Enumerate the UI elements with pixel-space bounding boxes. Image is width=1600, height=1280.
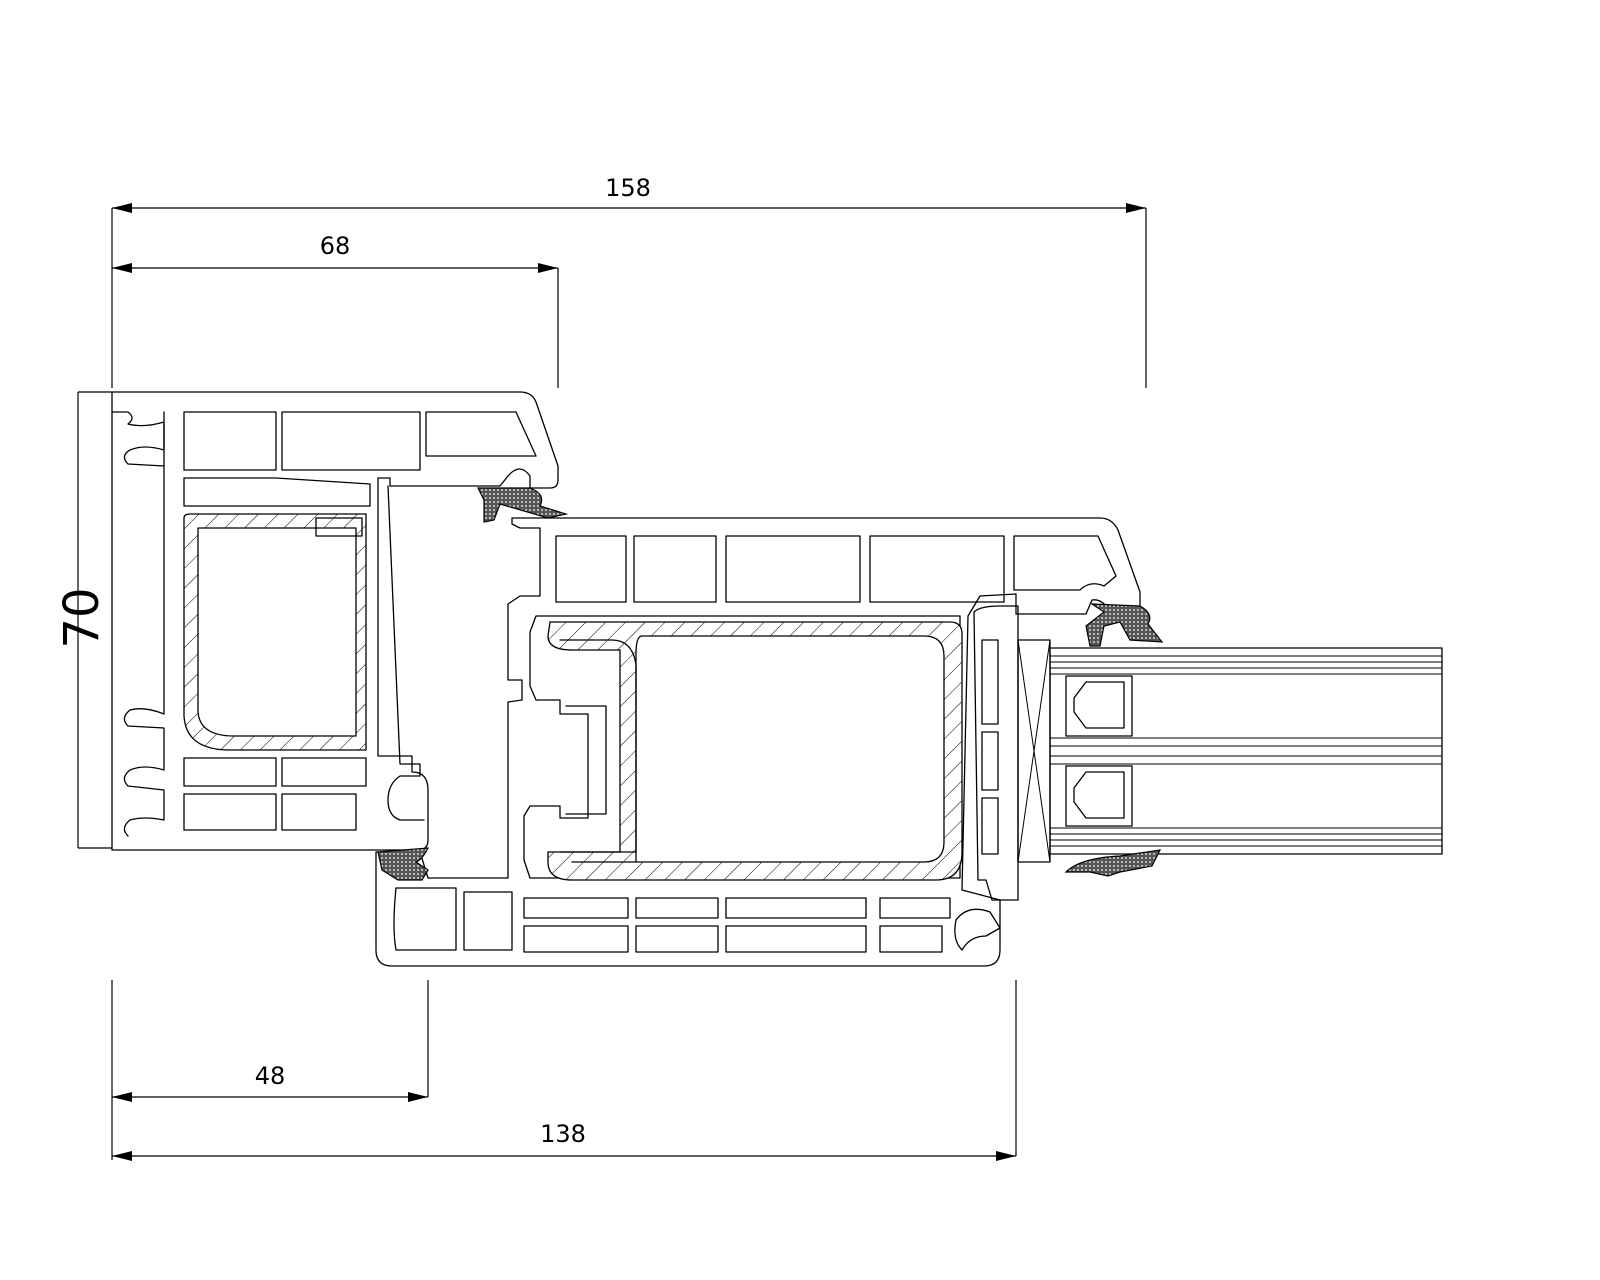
gaskets bbox=[377, 487, 1164, 881]
gasket-frame-top bbox=[477, 487, 569, 523]
outer-frame-profile bbox=[111, 391, 559, 851]
dimension-label-68: 68 bbox=[320, 232, 351, 260]
gasket-glass-bottom bbox=[1064, 849, 1162, 877]
dimension-label-70: 70 bbox=[54, 587, 110, 648]
dimension-height: 70 bbox=[54, 391, 112, 849]
dimension-bottom-frame: 48 bbox=[111, 980, 429, 1160]
gasket-sash-top bbox=[1085, 603, 1164, 647]
dimension-label-138: 138 bbox=[540, 1120, 586, 1148]
gasket-frame-bottom bbox=[377, 847, 430, 881]
dimension-top-overall: 158 bbox=[111, 174, 1147, 388]
dimension-label-158: 158 bbox=[605, 174, 651, 202]
dimension-top-frame: 68 bbox=[112, 232, 559, 388]
sash-steel-reinforcement bbox=[547, 621, 963, 881]
dimension-bottom-overall: 138 bbox=[112, 980, 1017, 1161]
dimension-label-48: 48 bbox=[255, 1062, 286, 1090]
glass-unit bbox=[1049, 647, 1443, 855]
glazing-bead bbox=[973, 605, 1051, 901]
